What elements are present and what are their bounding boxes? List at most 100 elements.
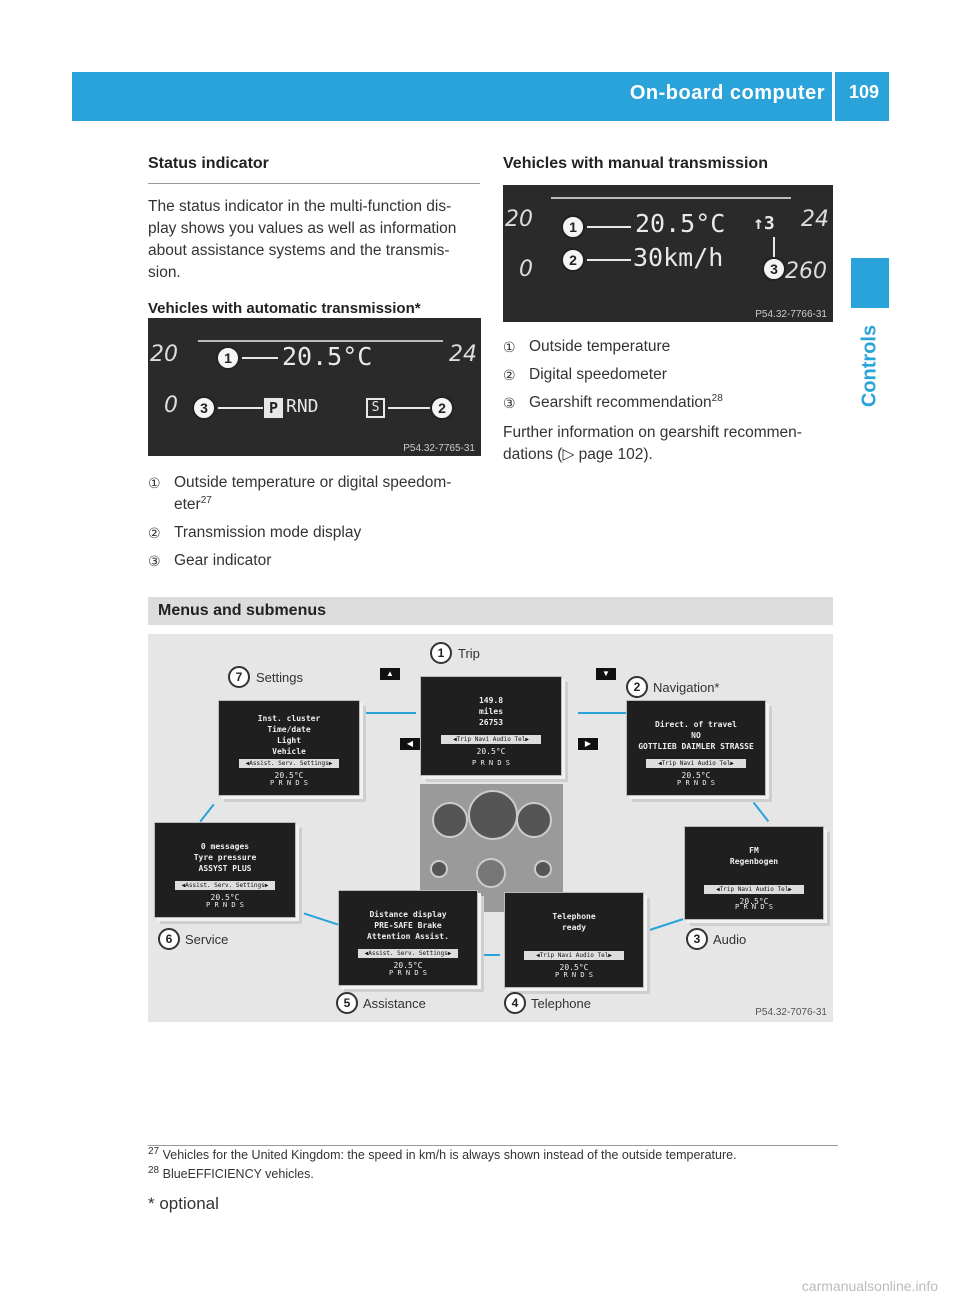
automatic-subheading: Vehicles with automatic transmission* [148,300,421,317]
node-number: 3 [686,928,708,950]
footnote-27: 27 Vehicles for the United Kingdom: the … [148,1146,838,1165]
screen-gear: P R N D S [206,901,244,909]
page-ref-arrow-icon: ▷ [562,446,575,463]
side-tab-label: Controls [845,316,895,416]
leader-line [218,407,263,409]
further-info: Further information on gearshift recomme… [503,422,835,466]
left-column: Status indicator The status indicator in… [148,153,480,320]
screen-line: miles [478,707,504,716]
screen-gear: P R N D S [735,903,773,911]
intro-line: sion. [148,264,181,281]
automatic-legend: ① Outside temperature or digital speedom… [148,466,480,572]
display-top-line [198,340,443,342]
legend-item: ① Outside temperature or digital speedom… [148,472,480,516]
screen-line: 26753 [478,718,504,727]
menus-section-bar: Menus and submenus [148,597,833,625]
legend-text-part: Outside temperature or digital speedom- [174,474,452,491]
display-top-line [551,197,791,199]
gear-p-indicator: P [264,398,283,418]
steering-logo-icon [476,858,506,888]
screen-line: Distance display [369,910,447,919]
callout-2: 2 [430,396,454,420]
connector-line [752,801,770,823]
connector-line [578,712,626,714]
screen-tabs: ◀Assist. Serv. Settings▶ [358,949,458,958]
screen-tabs: ◀Trip Navi Audio Tel▶ [704,885,804,894]
further-text: dations ( [503,446,563,463]
callout-3: 3 [762,257,786,281]
gear-indicator-text: RND [286,396,319,417]
connector-line [646,918,684,932]
legend-marker: ② [503,367,516,383]
connector-line [303,912,339,926]
intro-paragraph: The status indicator in the multi-functi… [148,196,480,284]
screen-line: Time/date [267,725,311,734]
left-key-icon: ◀ [400,738,420,750]
legend-marker: ③ [503,395,516,411]
leader-line [242,357,278,359]
further-line: Further information on gearshift recomme… [503,424,802,441]
header-divider [832,72,835,121]
gauge-icon [516,802,552,838]
footnote-28: 28 BlueEFFICIENCY vehicles. [148,1165,838,1184]
gauge-number: 0 [519,257,533,282]
legend-text: Transmission mode display [174,524,362,541]
status-heading: Status indicator [148,155,269,172]
node-label-audio: Audio [713,932,747,947]
leader-line [773,237,775,257]
legend-item: ③ Gearshift recommendation28 [503,392,835,414]
footnote-number: 27 [148,1145,160,1157]
screen-temp: 20.5°C [476,747,506,756]
legend-item: ① Outside temperature [503,336,835,358]
header-bar: On-board computer 109 [72,72,889,121]
node-label-trip: Trip [458,646,480,661]
screen-tabs: ◀Assist. Serv. Settings▶ [174,881,276,890]
legend-text: Gear indicator [174,552,272,569]
node-number: 4 [504,992,526,1014]
watermark: carmanualsonline.info [801,1278,938,1294]
legend-marker: ③ [148,553,161,569]
footnote-ref: 27 [200,494,212,506]
gauge-icon [468,790,518,840]
display-speed: 30km/h [633,243,724,272]
footnote-ref: 28 [711,392,723,404]
node-number: 1 [430,642,452,664]
legend-text: Outside temperature or digital speedom-e… [174,472,451,516]
right-key-icon: ▶ [578,738,598,750]
leader-line [587,226,631,228]
screen-tabs: ◀Trip Navi Audio Tel▶ [646,759,746,768]
screen-line: Attention Assist. [367,932,449,941]
callout-1: 1 [561,215,585,239]
gauge-icon [432,802,468,838]
screen-gear: P R N D S [270,779,308,787]
screen-line: GOTTLIEB DAIMLER STRASSE [638,742,754,751]
screen-temp: 20.5°C [210,893,240,902]
screen-temp: 20.5°C [559,963,589,972]
screen-gear: P R N D S [555,971,593,979]
callout-2: 2 [561,248,585,272]
node-number: 7 [228,666,250,688]
gauge-number: 20 [505,207,533,232]
legend-marker: ① [148,475,161,491]
manual-legend: ① Outside temperature ② Digital speedome… [503,330,835,466]
image-code: P54.32-7765-31 [403,443,475,454]
screen-temp: 20.5°C [393,961,423,970]
further-text: page 102). [574,446,653,463]
screen-line: NO [691,731,701,740]
screen-tabs: ◀Trip Navi Audio Tel▶ [524,951,624,960]
automatic-display-image: 20 24 0 1 20.5°C 3 P RND S 2 P54.32-7765… [148,318,481,456]
screen-gear: P R N D S [677,779,715,787]
connector-line [199,803,215,823]
